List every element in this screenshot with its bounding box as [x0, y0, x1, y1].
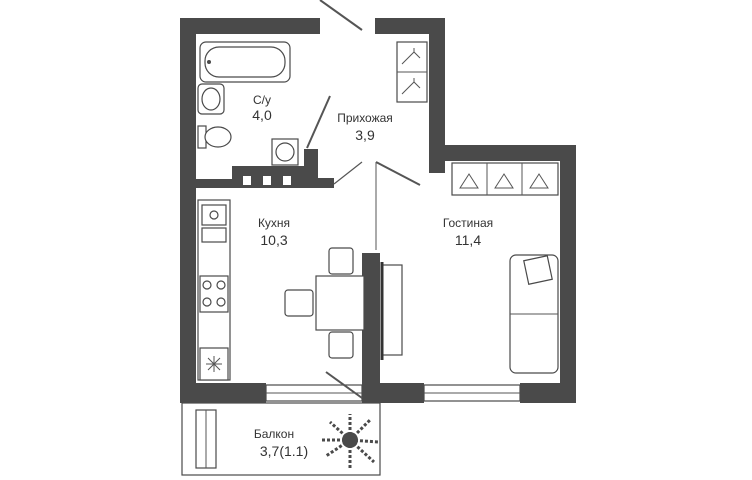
living-door [375, 161, 421, 186]
chair [328, 331, 354, 359]
snowflake-icon [206, 356, 222, 372]
wall-living-right [560, 145, 576, 403]
hallway-wardrobe [396, 41, 428, 103]
stove-burner [202, 280, 212, 290]
hall-door-swing [333, 161, 363, 185]
wall-living-top [429, 145, 576, 161]
hanger-icon [459, 173, 479, 189]
dining-table [315, 275, 365, 331]
room-label-balcony: Балкон [254, 427, 294, 441]
wall-bottom-right [520, 383, 576, 403]
wall-top-left [180, 18, 320, 34]
chair [284, 289, 314, 317]
living-wardrobe [451, 162, 559, 196]
hanger-icon [401, 78, 421, 95]
wall-bottom-left [180, 383, 266, 403]
room-area-kitchen: 10,3 [260, 232, 287, 248]
vent-slot [263, 176, 271, 185]
wall-hall-stub [318, 178, 334, 188]
kitchen-fixtures [197, 199, 231, 381]
hanger-icon [529, 173, 549, 189]
kitchen-sink-drain [209, 210, 219, 220]
sink-bowl [201, 87, 221, 111]
room-label-bathroom: С/у [253, 93, 271, 107]
plant-icon [322, 414, 379, 468]
balcony-area [181, 402, 381, 476]
tv-stand [381, 264, 403, 356]
room-area-hallway: 3,9 [355, 127, 375, 143]
balcony-door [325, 371, 363, 399]
room-label-kitchen: Кухня [258, 216, 290, 230]
stove-burner [216, 297, 226, 307]
wall-hallway-right [429, 18, 445, 173]
cushion [523, 255, 553, 285]
wall-top-right [375, 18, 445, 34]
toilet-bowl [204, 126, 232, 148]
walls [180, 18, 576, 403]
bathroom-door [306, 95, 331, 149]
room-area-balcony: 3,7(1.1) [260, 443, 308, 459]
entrance-door [319, 0, 363, 31]
bathtub-inner [204, 46, 286, 78]
doors [306, 0, 421, 399]
wall-left-outer [180, 18, 196, 403]
room-area-living: 11,4 [455, 232, 481, 248]
wall-partition-bath-end [304, 149, 318, 188]
vent-slot [243, 176, 251, 185]
bathroom-fixtures [197, 41, 299, 166]
stove-burner [202, 297, 212, 307]
washing-machine-drum [275, 142, 295, 162]
living-closet [451, 162, 559, 196]
chair [328, 247, 354, 275]
room-labels: С/у 4,0 Прихожая 3,9 Кухня 10,3 Гостиная… [252, 93, 493, 459]
wall-partition-kitchen-living [362, 253, 380, 393]
dining-set [284, 247, 365, 359]
living-furniture [380, 254, 559, 374]
windows [265, 384, 521, 402]
hanger-icon [494, 173, 514, 189]
wall-partition-bath-stub [196, 179, 236, 188]
vent-slot [283, 176, 291, 185]
bathtub-drain [207, 60, 211, 64]
kitchen-sink-2 [201, 227, 227, 243]
room-area-bathroom: 4,0 [252, 107, 272, 123]
stove-burner [216, 280, 226, 290]
hanger-icon [401, 48, 421, 65]
room-label-hallway: Прихожая [337, 111, 393, 125]
room-label-living: Гостиная [443, 216, 493, 230]
